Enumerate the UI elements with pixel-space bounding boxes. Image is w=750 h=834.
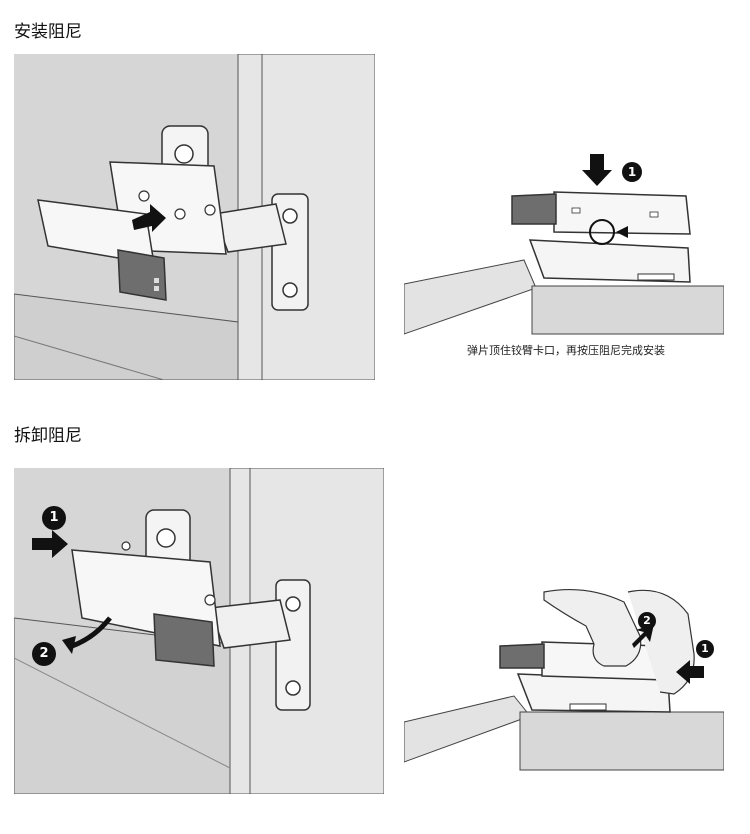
install-section-title: 安装阻尼	[14, 22, 82, 42]
remove-hinge-illustration	[14, 468, 384, 794]
remove-section-title: 拆卸阻尼	[14, 426, 82, 446]
install-caption: 弹片顶住铰臂卡口，再按压阻尼完成安装	[467, 344, 665, 357]
install-detail-illustration	[404, 148, 724, 338]
remove-step2-badge: 2	[32, 642, 56, 666]
install-hinge-illustration	[14, 54, 375, 380]
remove-detail-step1-badge: 1	[696, 640, 714, 658]
remove-detail-illustration	[404, 584, 724, 774]
remove-step1-badge: 1	[42, 506, 66, 530]
remove-detail-step2-badge: 2	[638, 612, 656, 630]
install-step1-badge: 1	[622, 162, 642, 182]
